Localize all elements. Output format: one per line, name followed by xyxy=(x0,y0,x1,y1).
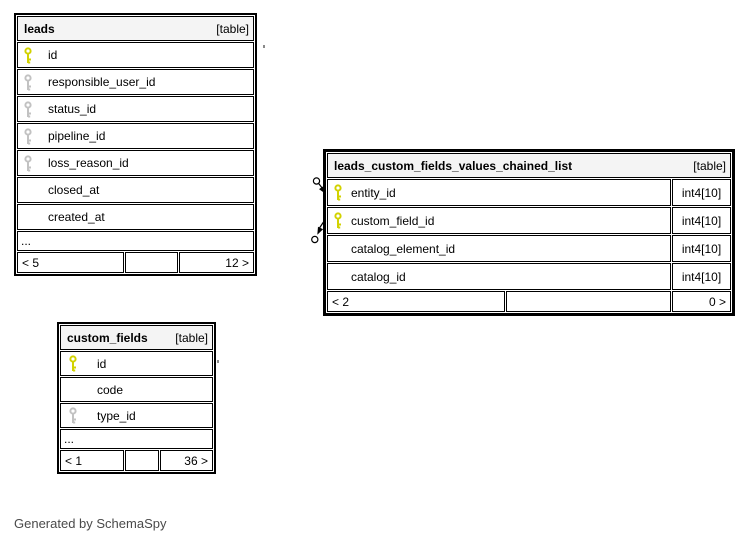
table-row: loss_reason_id xyxy=(17,150,254,176)
column-name: id xyxy=(97,356,107,371)
relationship-stub-artifact xyxy=(263,45,265,48)
foreign-key-icon xyxy=(24,154,32,171)
column-name: code xyxy=(97,382,124,397)
column-type: int4[10] xyxy=(672,263,731,290)
primary-key-icon xyxy=(69,355,77,372)
relationship-stub-artifact xyxy=(217,360,219,363)
primary-key-icon xyxy=(334,184,342,201)
column-name: loss_reason_id xyxy=(48,156,129,170)
foreign-key-icon xyxy=(24,100,32,117)
table-row: type_id xyxy=(60,403,213,428)
column-name: created_at xyxy=(48,210,105,224)
table-footer: < 2 0 > xyxy=(327,291,731,312)
table-row: pipeline_id xyxy=(17,123,254,149)
table-row: status_id xyxy=(17,96,254,122)
table-row: id xyxy=(60,351,213,376)
truncated-columns-row: ... xyxy=(60,429,213,449)
table-row: custom_field_id int4[10] xyxy=(327,207,731,234)
footer-children-count: 36 > xyxy=(160,450,213,471)
table-row: catalog_element_id int4[10] xyxy=(327,235,731,262)
column-name: custom_field_id xyxy=(351,213,435,228)
table-row: id xyxy=(17,42,254,68)
table-name: leads xyxy=(24,21,55,36)
footer-children-count: 0 > xyxy=(672,291,731,312)
table-row: code xyxy=(60,377,213,402)
generated-by-caption: Generated by SchemaSpy xyxy=(14,516,167,531)
column-name: type_id xyxy=(97,408,136,423)
column-name: id xyxy=(48,48,58,62)
column-type: int4[10] xyxy=(672,207,731,234)
footer-spacer-cell xyxy=(125,252,178,273)
column-name: entity_id xyxy=(351,185,396,200)
table-leads-header[interactable]: leads [table] xyxy=(17,16,254,41)
table-row: catalog_id int4[10] xyxy=(327,263,731,290)
column-name: catalog_id xyxy=(351,269,406,284)
column-type: int4[10] xyxy=(672,235,731,262)
table-name: leads_custom_fields_values_chained_list xyxy=(334,158,573,173)
column-name: status_id xyxy=(48,102,97,116)
footer-spacer-cell xyxy=(506,291,671,312)
column-name: responsible_user_id xyxy=(48,75,156,89)
foreign-key-icon xyxy=(24,73,32,90)
column-name: closed_at xyxy=(48,183,100,197)
table-leads-custom-fields-values-chained-list[interactable]: leads_custom_fields_values_chained_list … xyxy=(323,149,735,316)
table-badge: [table] xyxy=(693,158,726,173)
footer-parents-count: < 1 xyxy=(60,450,124,471)
column-name: pipeline_id xyxy=(48,129,106,143)
table-badge: [table] xyxy=(216,21,249,36)
table-leads[interactable]: leads [table] id responsible_user_id sta… xyxy=(14,13,257,276)
primary-key-icon xyxy=(334,212,342,229)
table-footer: < 5 12 > xyxy=(17,252,254,273)
primary-key-icon xyxy=(24,46,32,63)
table-footer: < 1 36 > xyxy=(60,450,213,471)
footer-parents-count: < 2 xyxy=(327,291,505,312)
table-row: entity_id int4[10] xyxy=(327,179,731,206)
table-custom-fields[interactable]: custom_fields [table] id code type_id ..… xyxy=(57,322,216,474)
column-type: int4[10] xyxy=(672,179,731,206)
foreign-key-icon xyxy=(69,407,77,424)
table-row: created_at xyxy=(17,204,254,230)
footer-children-count: 12 > xyxy=(179,252,254,273)
table-row: responsible_user_id xyxy=(17,69,254,95)
table-header[interactable]: custom_fields [table] xyxy=(60,325,213,350)
foreign-key-icon xyxy=(24,127,32,144)
table-name: custom_fields xyxy=(67,330,148,345)
column-name: catalog_element_id xyxy=(351,241,456,256)
truncated-columns-row: ... xyxy=(17,231,254,251)
table-row: closed_at xyxy=(17,177,254,203)
footer-parents-count: < 5 xyxy=(17,252,124,273)
table-header[interactable]: leads_custom_fields_values_chained_list … xyxy=(327,153,731,178)
footer-spacer-cell xyxy=(125,450,159,471)
table-badge: [table] xyxy=(175,330,208,345)
